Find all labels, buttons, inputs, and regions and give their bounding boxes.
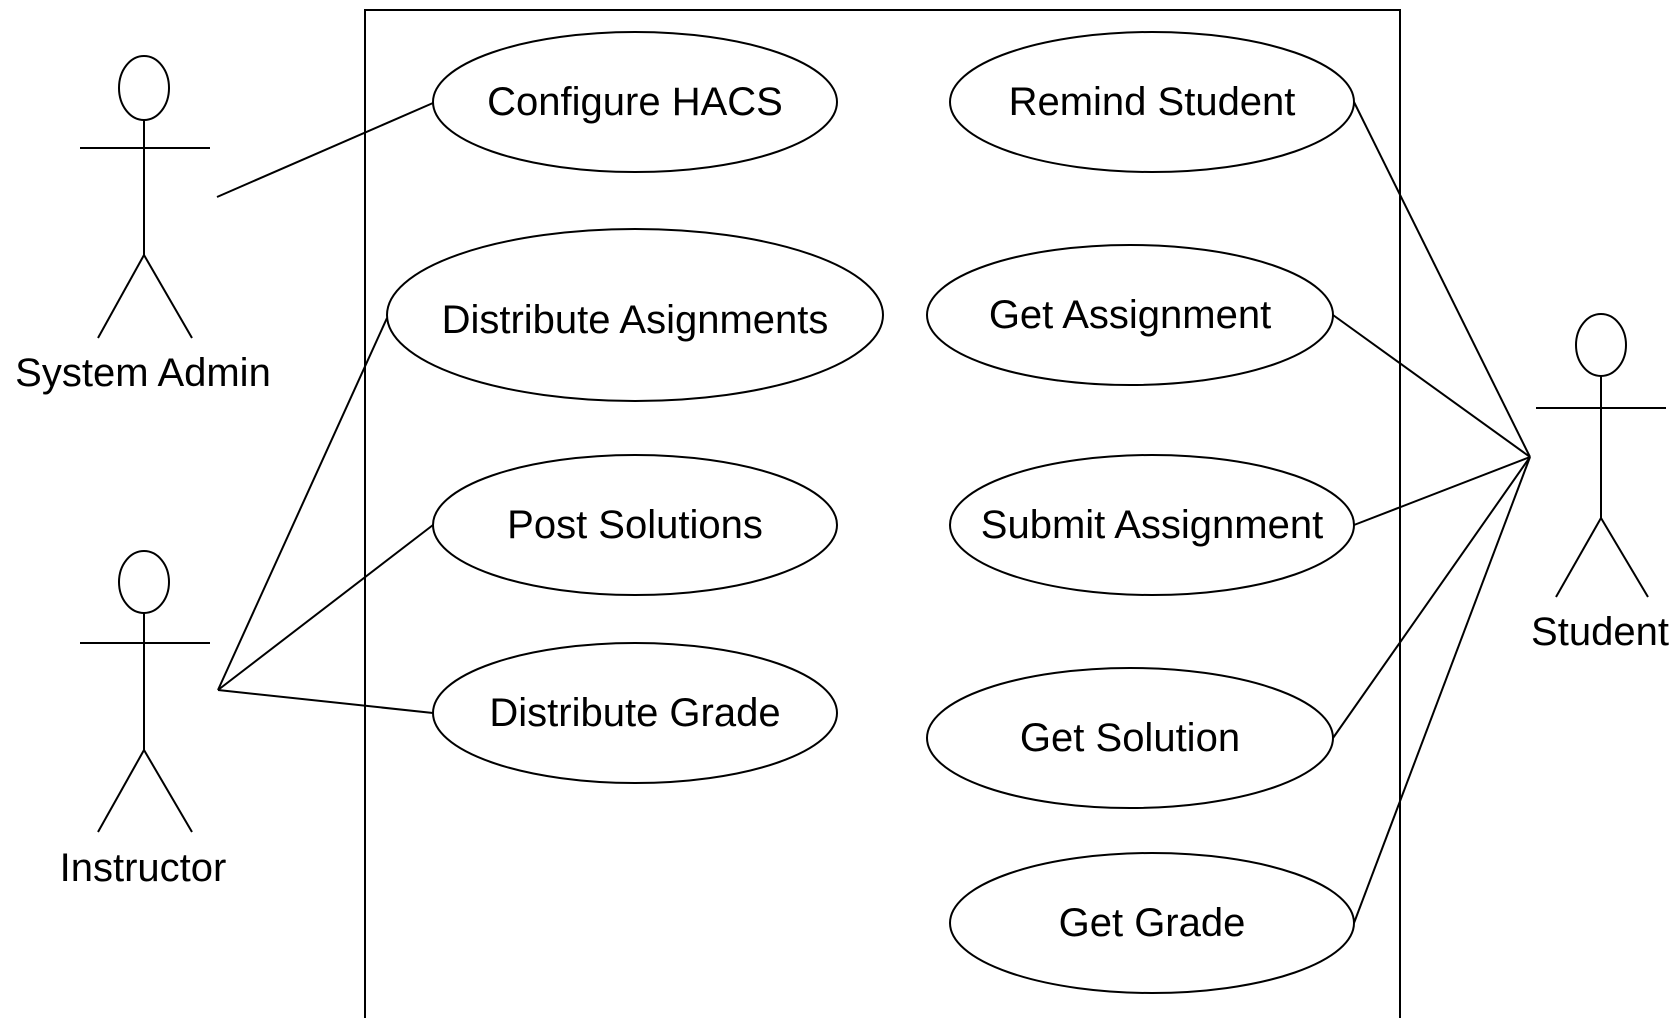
use-case-configure-hacs: Configure HACS bbox=[432, 31, 838, 173]
association-line-instructor-distribute-grade bbox=[217, 689, 434, 714]
actor-head bbox=[118, 55, 170, 121]
use-case-label: Get Grade bbox=[1059, 901, 1246, 945]
association-line-student-get-assignment bbox=[1332, 314, 1531, 458]
association-line-student-submit-assignment bbox=[1353, 456, 1531, 526]
association-line-student-remind-student bbox=[1353, 101, 1531, 458]
use-case-ellipse bbox=[432, 642, 838, 784]
actor-instructor: Instructor bbox=[60, 550, 227, 890]
actor-right-leg bbox=[143, 254, 193, 339]
use-case-get-assignment: Get Assignment bbox=[926, 244, 1334, 386]
use-case-label: Remind Student bbox=[1009, 80, 1296, 124]
use-case-ellipse bbox=[432, 454, 838, 596]
use-case-ellipse bbox=[949, 852, 1355, 994]
use-case-ellipse bbox=[432, 31, 838, 173]
use-case-label: Distribute Grade bbox=[489, 691, 780, 735]
use-case-ellipse bbox=[386, 228, 884, 402]
association-line-instructor-distribute-asignments bbox=[217, 317, 388, 691]
actor-left-leg bbox=[97, 749, 145, 833]
association-line-student-get-grade bbox=[1353, 456, 1531, 924]
use-case-remind-student: Remind Student bbox=[949, 31, 1355, 173]
use-case-ellipse bbox=[949, 31, 1355, 173]
actor-label-instructor: Instructor bbox=[60, 846, 227, 890]
use-case-distribute-asignments: Distribute Asignments bbox=[386, 228, 884, 402]
actor-student: Student bbox=[1531, 313, 1669, 654]
system-boundary bbox=[364, 9, 1401, 1018]
actor-left-leg bbox=[1555, 517, 1602, 598]
actor-system-admin: System Admin bbox=[15, 55, 271, 395]
actor-right-leg bbox=[143, 749, 193, 833]
actor-label-system-admin: System Admin bbox=[15, 351, 271, 395]
actor-left-leg bbox=[97, 254, 145, 339]
use-case-submit-assignment: Submit Assignment bbox=[949, 454, 1355, 596]
use-case-ellipse bbox=[926, 244, 1334, 386]
use-case-label: Submit Assignment bbox=[981, 503, 1323, 547]
use-case-get-grade: Get Grade bbox=[949, 852, 1355, 994]
association-line-instructor-post-solutions bbox=[217, 524, 434, 691]
use-case-label: Get Assignment bbox=[989, 293, 1271, 337]
use-case-ellipse bbox=[949, 454, 1355, 596]
use-case-distribute-grade: Distribute Grade bbox=[432, 642, 838, 784]
use-case-label: Configure HACS bbox=[487, 80, 783, 124]
actor-head bbox=[118, 550, 170, 614]
association-line-system-admin-configure-hacs bbox=[216, 102, 434, 198]
use-case-label: Distribute Asignments bbox=[442, 298, 829, 342]
actor-label-student: Student bbox=[1531, 610, 1669, 654]
use-case-label: Post Solutions bbox=[507, 503, 763, 547]
use-case-label: Get Solution bbox=[1020, 716, 1240, 760]
actor-right-leg bbox=[1600, 517, 1649, 598]
use-case-get-solution: Get Solution bbox=[926, 667, 1334, 809]
actor-head bbox=[1575, 313, 1627, 377]
association-line-student-get-solution bbox=[1332, 456, 1531, 739]
use-case-ellipse bbox=[926, 667, 1334, 809]
use-case-post-solutions: Post Solutions bbox=[432, 454, 838, 596]
